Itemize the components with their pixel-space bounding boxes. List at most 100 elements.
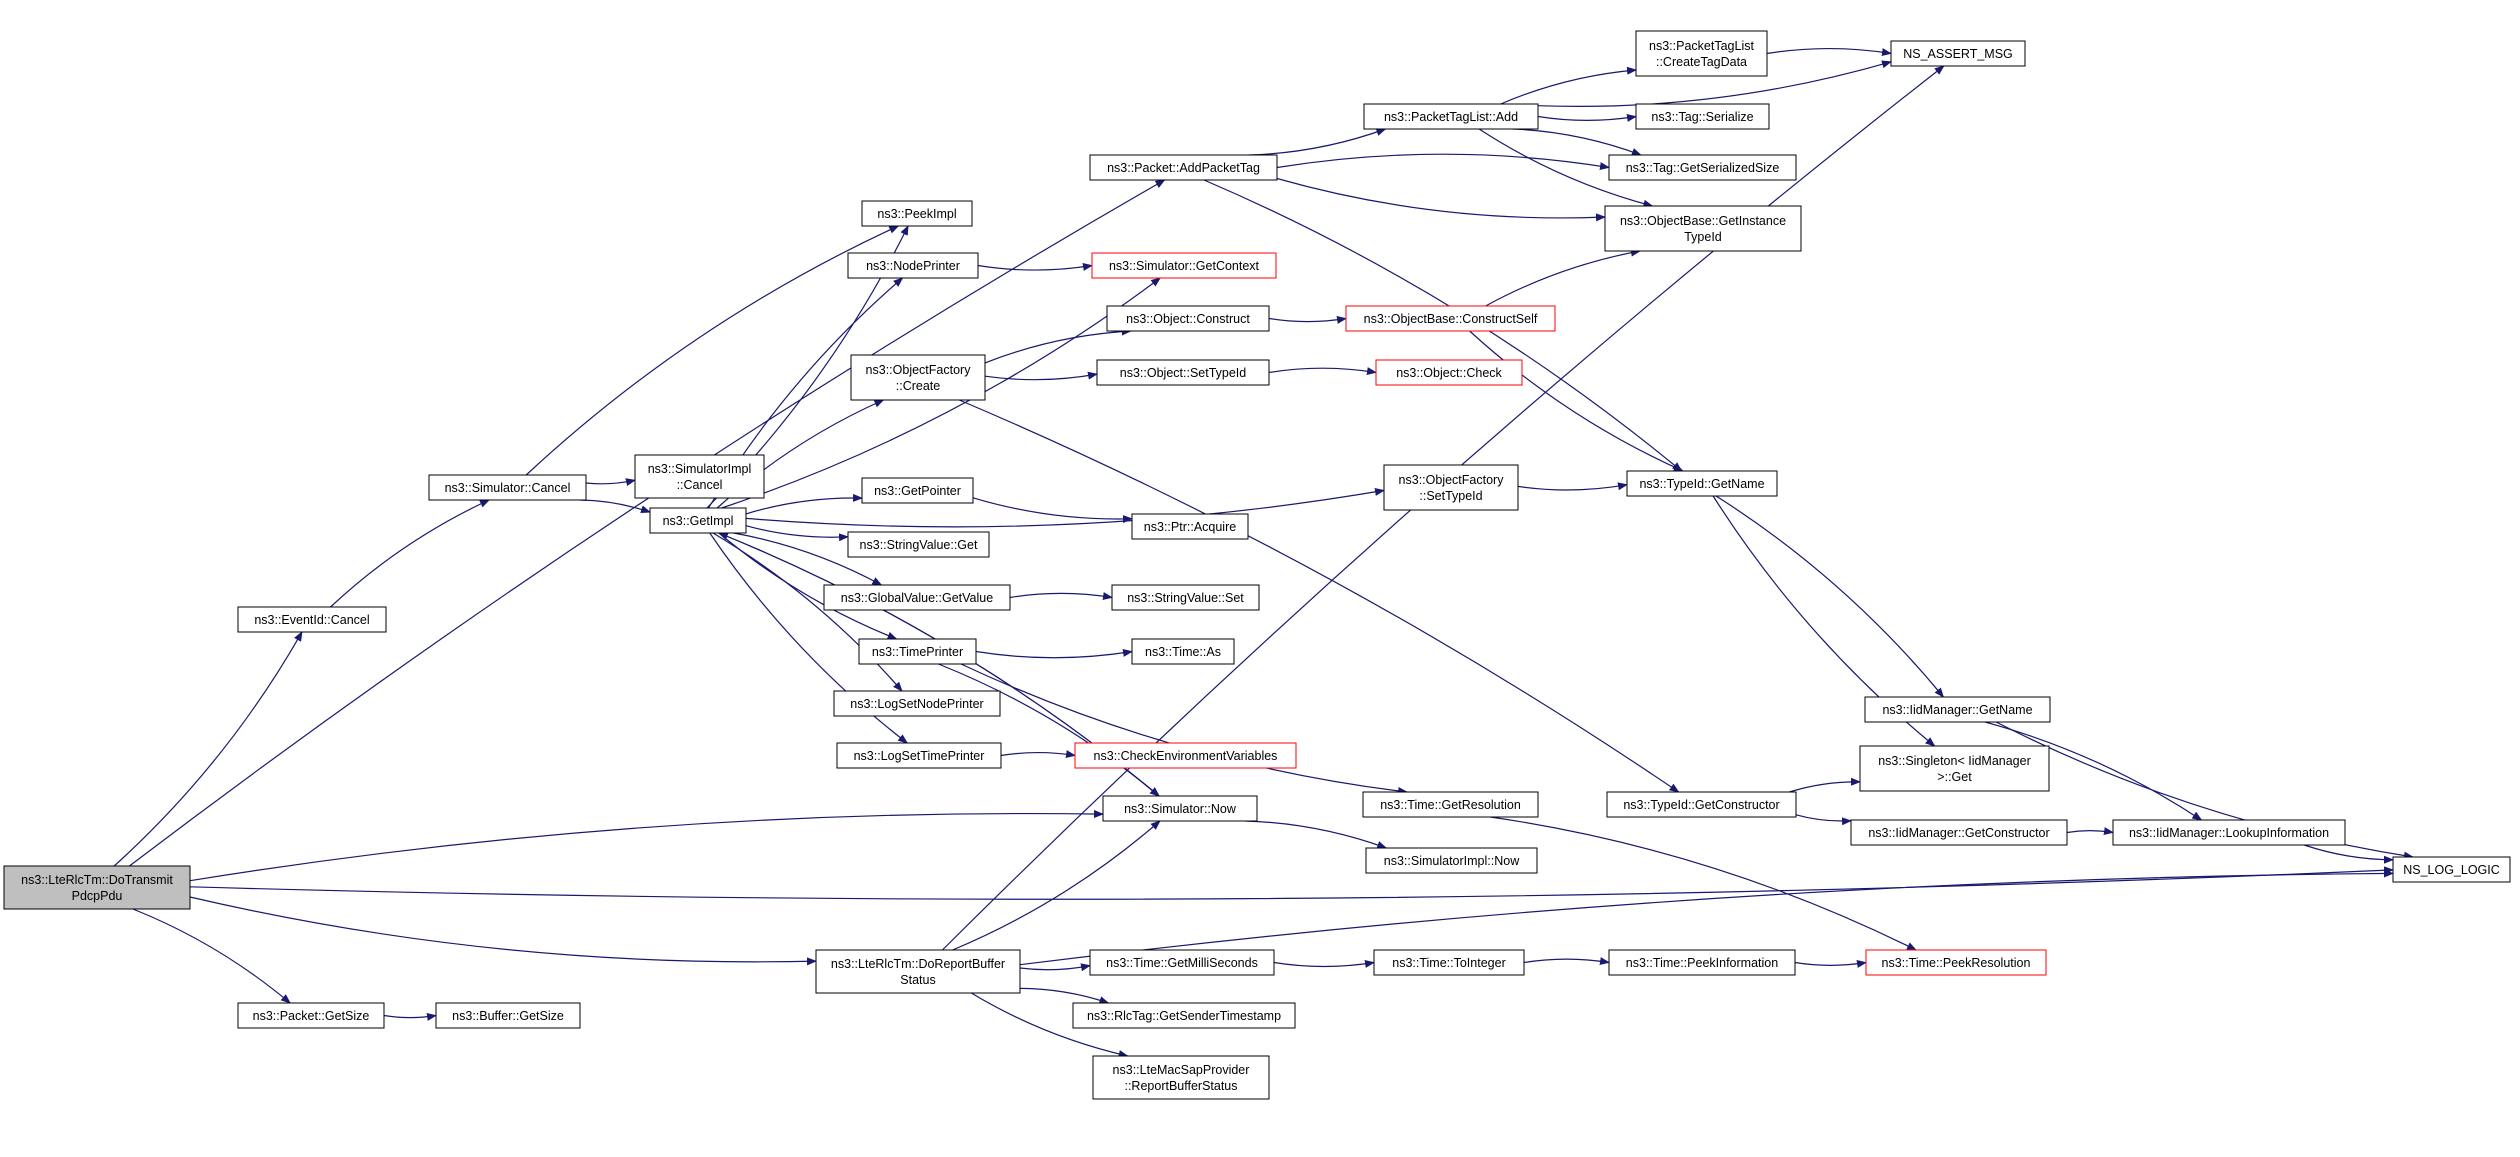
node-ns3-packettaglist-createtagdata[interactable]: ns3::PacketTagList::CreateTagData — [1635, 30, 1768, 77]
node-ns3-iidmanager-lookupinformation[interactable]: ns3::IidManager::LookupInformation — [2112, 819, 2346, 846]
edge-lterlctm-doreport-to-rlctag-getsender — [1019, 987, 1110, 1004]
node-label: ns3::GetImpl — [663, 514, 734, 528]
edge-nodeprinter-to-sim-getcontext — [977, 262, 1093, 271]
node-label: ns3::Singleton< IidManager — [1878, 754, 2031, 768]
node-ns3-iidmanager-getconstructor[interactable]: ns3::IidManager::GetConstructor — [1850, 819, 2068, 846]
node-ns3-time-tointeger[interactable]: ns3::Time::ToInteger — [1373, 949, 1525, 976]
node-label: ns3::IidManager::GetConstructor — [1868, 826, 2049, 840]
node-ns3-ptr-acquire[interactable]: ns3::Ptr::Acquire — [1131, 513, 1249, 540]
node-box — [1092, 1055, 1270, 1100]
node-ns3-simulator-now[interactable]: ns3::Simulator::Now — [1102, 795, 1258, 822]
node-label: ns3::Ptr::Acquire — [1144, 520, 1236, 534]
node-label: ns3::ObjectBase::ConstructSelf — [1364, 312, 1538, 326]
node-box — [847, 531, 990, 558]
node-ns3-buffer-getsize[interactable]: ns3::Buffer::GetSize — [435, 1002, 581, 1029]
node-ns3-tag-serialize[interactable]: ns3::Tag::Serialize — [1635, 103, 1770, 130]
node-ns3-ltemacsapprovider-reportbufferstatus[interactable]: ns3::LteMacSapProvider::ReportBufferStat… — [1092, 1055, 1270, 1100]
node-ns3-typeid-getname[interactable]: ns3::TypeId::GetName — [1626, 470, 1778, 497]
edge-getimpl-to-logsetnodeprinter — [712, 532, 903, 692]
node-label: ns3::GlobalValue::GetValue — [841, 591, 993, 605]
node-ns3-packettaglist-add[interactable]: ns3::PacketTagList::Add — [1363, 103, 1539, 130]
edge-timeprinter-to-time-getresolution — [960, 663, 1408, 795]
node-ns3-simulator-cancel[interactable]: ns3::Simulator::Cancel — [428, 474, 587, 501]
edge-typeid-getconstructor-to-singleton-get — [1789, 777, 1861, 793]
node-ns3-packet-addpackettag[interactable]: ns3::Packet::AddPacketTag — [1089, 154, 1278, 181]
node-ns3-time-peekresolution[interactable]: ns3::Time::PeekResolution — [1865, 949, 2047, 976]
edge-objectbase-constructself-to-typeid-getname — [1469, 330, 1684, 472]
node-label: PdcpPdu — [72, 889, 123, 903]
node-box — [1859, 745, 2050, 792]
node-box — [861, 200, 973, 227]
node-ns3-time-as[interactable]: ns3::Time::As — [1131, 638, 1235, 665]
node-ns3-singleton-iidmanager-get[interactable]: ns3::Singleton< IidManager >::Get — [1859, 745, 2050, 792]
node-label: ns3::Packet::GetSize — [253, 1009, 370, 1023]
node-ns3-logsettimeprinter[interactable]: ns3::LogSetTimePrinter — [836, 742, 1002, 769]
node-ns3-object-construct[interactable]: ns3::Object::Construct — [1106, 305, 1270, 332]
edge-getpointer-to-ptr-acquire — [972, 497, 1133, 524]
node-ns3-getimpl[interactable]: ns3::GetImpl — [649, 507, 747, 534]
node-ns3-time-getmilliseconds[interactable]: ns3::Time::GetMilliSeconds — [1089, 949, 1275, 976]
node-ns3-peekimpl[interactable]: ns3::PeekImpl — [861, 200, 973, 227]
node-ns3-simulatorimpl-cancel[interactable]: ns3::SimulatorImpl::Cancel — [634, 454, 765, 499]
node-label: ns3::IidManager::GetName — [1882, 703, 2032, 717]
node-box — [1626, 470, 1778, 497]
node-label: ns3::LteRlcTm::DoReportBuffer — [831, 957, 1005, 971]
node-ns3-iidmanager-getname[interactable]: ns3::IidManager::GetName — [1864, 696, 2051, 723]
node-ns3-objectfactory-settypeid[interactable]: ns3::ObjectFactory::SetTypeId — [1383, 464, 1519, 511]
node-ns3-eventid-cancel[interactable]: ns3::EventId::Cancel — [237, 606, 387, 633]
node-ns3-stringvalue-get[interactable]: ns3::StringValue::Get — [847, 531, 990, 558]
node-ns-assert-msg[interactable]: NS_ASSERT_MSG — [1890, 40, 2026, 67]
node-label: ns3::StringValue::Get — [860, 538, 978, 552]
edge-iidmanager-getconstructor-to-iidmanager-lookupinfo — [2066, 827, 2114, 836]
node-label: ns3::GetPointer — [874, 484, 961, 498]
node-label: ns3::Object::SetTypeId — [1120, 366, 1247, 380]
node-ns3-nodeprinter[interactable]: ns3::NodePrinter — [847, 252, 979, 279]
edge-time-tointeger-to-time-peekinformation — [1523, 957, 1610, 966]
node-ns3-objectbase-constructself[interactable]: ns3::ObjectBase::ConstructSelf — [1345, 305, 1556, 332]
node-box — [1375, 359, 1523, 386]
node-ns3-timeprinter[interactable]: ns3::TimePrinter — [858, 638, 977, 665]
node-label: ns3::CheckEnvironmentVariables — [1094, 749, 1278, 763]
node-ns3-rlctag-getsendertimestamp[interactable]: ns3::RlcTag::GetSenderTimestamp — [1072, 1002, 1296, 1029]
node-ns3-simulatorimpl-now[interactable]: ns3::SimulatorImpl::Now — [1365, 847, 1538, 874]
node-box — [815, 949, 1021, 994]
node-ns-log-logic[interactable]: NS_LOG_LOGIC — [2392, 856, 2511, 883]
node-ns3-typeid-getconstructor[interactable]: ns3::TypeId::GetConstructor — [1606, 791, 1797, 818]
node-ns3-stringvalue-set[interactable]: ns3::StringValue::Set — [1111, 584, 1260, 611]
node-label: ns3::Simulator::GetContext — [1109, 259, 1260, 273]
node-ns3-globalvalue-getvalue[interactable]: ns3::GlobalValue::GetValue — [823, 584, 1011, 611]
node-ns3-tag-getserializedsize[interactable]: ns3::Tag::GetSerializedSize — [1608, 154, 1797, 181]
edge-root-to-packet-addpackettag — [129, 179, 1166, 867]
node-label: >::Get — [1937, 770, 1972, 784]
node-box — [1091, 252, 1277, 279]
edge-root-to-packet-getsize — [132, 908, 291, 1004]
node-ns3-simulator-getcontext[interactable]: ns3::Simulator::GetContext — [1091, 252, 1277, 279]
edge-packettaglist-add-to-packettaglist-createtagdata — [1500, 66, 1637, 105]
edge-globalvalue-getvalue-to-stringvalue-set — [1009, 592, 1113, 601]
node-label: ns3::PacketTagList — [1649, 39, 1754, 53]
node-box — [237, 1002, 385, 1029]
node-box — [1606, 791, 1797, 818]
node-ns3-time-peekinformation[interactable]: ns3::Time::PeekInformation — [1608, 949, 1796, 976]
node-ns3-getpointer[interactable]: ns3::GetPointer — [861, 477, 974, 504]
node-ns3-object-settypeid[interactable]: ns3::Object::SetTypeId — [1096, 359, 1270, 386]
node-ns3-objectfactory-create[interactable]: ns3::ObjectFactory::Create — [850, 354, 986, 401]
node-label: ns3::Object::Construct — [1126, 312, 1250, 326]
node-box — [1072, 1002, 1296, 1029]
node-box — [1608, 949, 1796, 976]
node-label: ns3::Time::PeekResolution — [1882, 956, 2031, 970]
node-label: ::Cancel — [677, 478, 723, 492]
node-ns3-object-check[interactable]: ns3::Object::Check — [1375, 359, 1523, 386]
edge-objfactory-create-to-typeid-getconstructor — [959, 399, 1680, 793]
node-label: ns3::Time::PeekInformation — [1626, 956, 1778, 970]
node-ns3-logsetnodeprinter[interactable]: ns3::LogSetNodePrinter — [833, 690, 1001, 717]
node-box — [1106, 305, 1270, 332]
node-ns3-packet-getsize[interactable]: ns3::Packet::GetSize — [237, 1002, 385, 1029]
node-ns3-time-getresolution[interactable]: ns3::Time::GetResolution — [1362, 791, 1539, 818]
edge-root-to-lterlctm-doreport — [189, 896, 817, 966]
edge-lterlctm-doreport-to-sim-now — [952, 820, 1161, 951]
node-ns3-checkenvironmentvariables[interactable]: ns3::CheckEnvironmentVariables — [1074, 742, 1297, 769]
